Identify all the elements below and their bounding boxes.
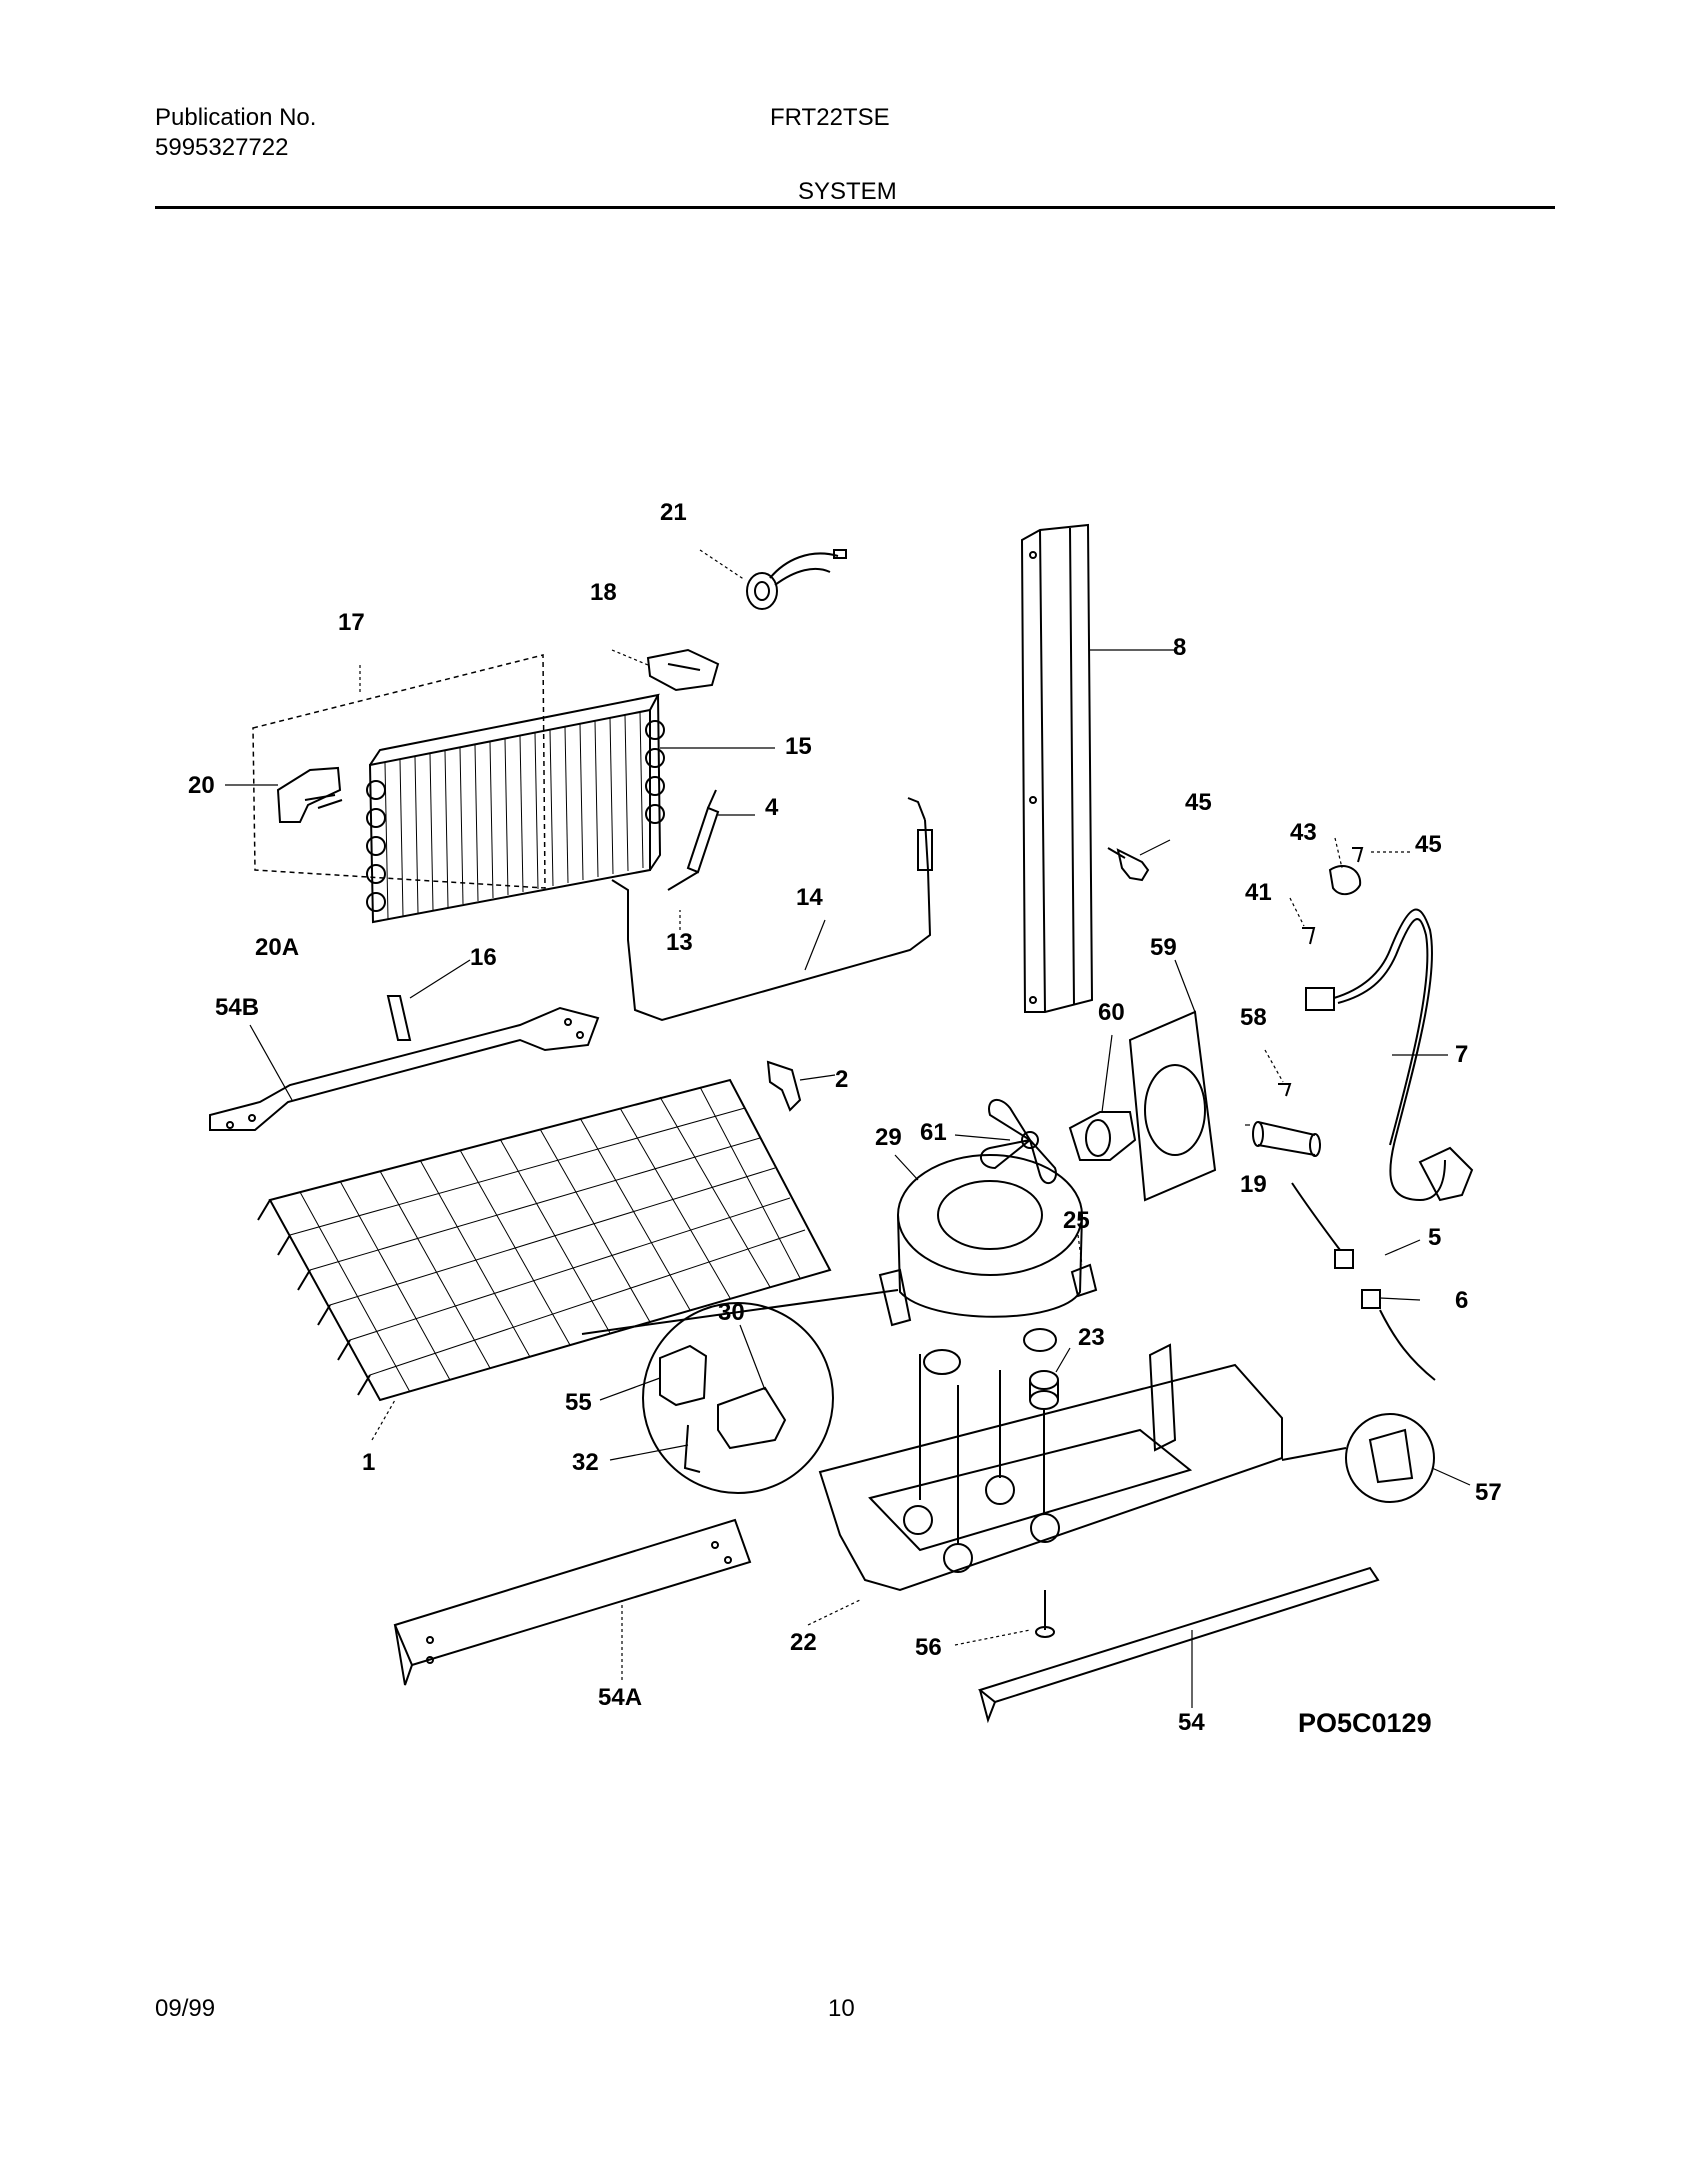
rail-54-part	[977, 1566, 1380, 1724]
callout-14: 14	[796, 884, 823, 911]
diagram-reference-code: PO5C0129	[1298, 1708, 1432, 1738]
pin-part	[1035, 1590, 1055, 1638]
callout-20: 20	[188, 772, 215, 799]
callout-45b: 45	[1415, 831, 1442, 858]
clip-part	[646, 648, 720, 692]
callout-32: 32	[572, 1449, 599, 1476]
callout-55: 55	[565, 1389, 592, 1416]
power-cord-part	[1305, 908, 1474, 1202]
section-title: SYSTEM	[798, 178, 897, 205]
back-panel-part	[252, 654, 546, 889]
grommet-part	[1029, 1370, 1059, 1410]
tube-part	[386, 995, 412, 1041]
callout-25: 25	[1063, 1207, 1090, 1234]
harness-part	[1291, 1182, 1436, 1381]
callout-2: 2	[835, 1066, 848, 1093]
compressor-part	[878, 1154, 1083, 1375]
callout-8: 8	[1173, 634, 1186, 661]
thermostat-part	[746, 549, 847, 610]
callout-15: 15	[785, 733, 812, 760]
tubing-part	[611, 797, 933, 1022]
rail-54a-part	[393, 1518, 752, 1686]
base-pan-part	[818, 1343, 1283, 1592]
callout-54a: 54A	[598, 1684, 642, 1711]
callout-5: 5	[1428, 1224, 1441, 1251]
fan-bracket-part	[1128, 1010, 1217, 1202]
fan-motor-part	[1068, 1111, 1137, 1161]
callout-29: 29	[875, 1124, 902, 1151]
callout-60: 60	[1098, 999, 1125, 1026]
publication-number: 5995327722	[155, 134, 289, 161]
callout-22: 22	[790, 1629, 817, 1656]
coil-bracket-part	[276, 766, 343, 823]
callout-17: 17	[338, 609, 365, 636]
clip-2-part	[766, 1060, 802, 1112]
cover-detail-part	[1281, 1413, 1435, 1503]
footer-page-number: 10	[828, 1995, 855, 2022]
drier-part	[667, 789, 720, 891]
callout-54b: 54B	[215, 994, 259, 1021]
relay-detail-part	[581, 1289, 899, 1494]
tube-19-part	[1252, 1121, 1321, 1157]
callout-58: 58	[1240, 1004, 1267, 1031]
footer-date: 09/99	[155, 1995, 216, 2022]
callout-23: 23	[1078, 1324, 1105, 1351]
publication-label: Publication No.	[155, 104, 317, 131]
screw-41-part	[1302, 927, 1316, 945]
bracket-54b-part	[209, 1006, 600, 1131]
callout-19: 19	[1240, 1171, 1267, 1198]
callout-41: 41	[1245, 879, 1272, 906]
fan-blade-part	[980, 1099, 1057, 1185]
callout-59: 59	[1150, 934, 1177, 961]
header-rule	[155, 206, 1555, 209]
callout-4: 4	[765, 794, 779, 821]
condenser-coil-part	[366, 693, 665, 924]
screw-45-part	[1107, 847, 1150, 882]
callout-54: 54	[1178, 1709, 1205, 1736]
evaporator-part	[257, 1078, 832, 1402]
screw-58-part	[1278, 1083, 1292, 1097]
model-number: FRT22TSE	[770, 104, 890, 131]
callout-45a: 45	[1185, 789, 1212, 816]
callout-61: 61	[920, 1119, 947, 1146]
clamp-43-part	[1328, 865, 1362, 896]
leader-lines	[225, 549, 1471, 1708]
screw-45b-part	[1352, 847, 1364, 863]
callout-57: 57	[1475, 1479, 1502, 1506]
callout-21: 21	[660, 499, 687, 526]
channel-part	[1020, 523, 1094, 1013]
callout-1: 1	[362, 1449, 375, 1476]
callout-13: 13	[666, 929, 693, 956]
callout-30: 30	[718, 1299, 745, 1326]
callout-6: 6	[1455, 1287, 1468, 1314]
callout-56: 56	[915, 1634, 942, 1661]
callout-7: 7	[1455, 1041, 1468, 1068]
overload-clip-part	[1070, 1263, 1098, 1298]
callout-16: 16	[470, 944, 497, 971]
callout-43: 43	[1290, 819, 1317, 846]
callout-18: 18	[590, 579, 617, 606]
callout-20a: 20A	[255, 934, 299, 961]
